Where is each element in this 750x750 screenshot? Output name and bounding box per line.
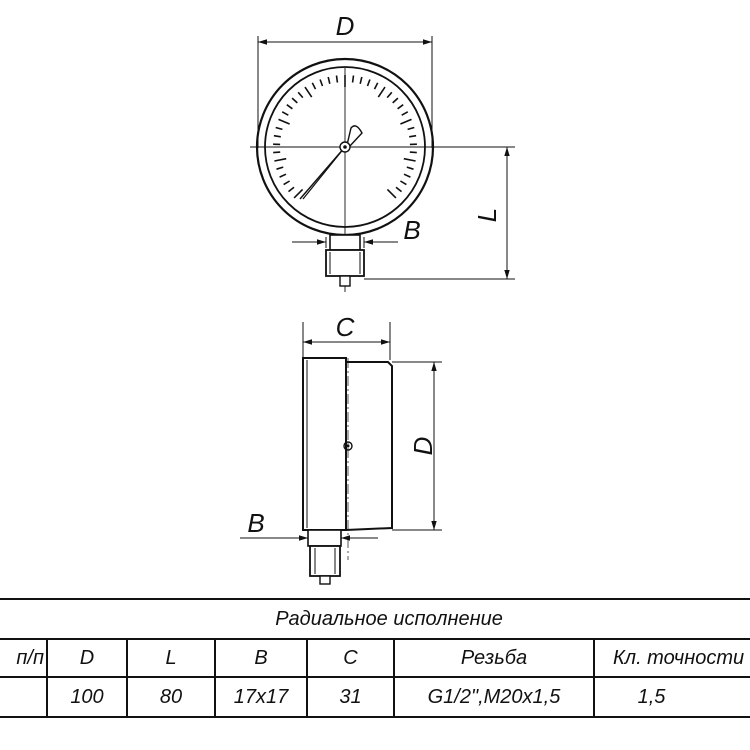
- minor-tick: [395, 186, 402, 193]
- header-thread: Резьба: [393, 638, 595, 678]
- socket-nipple-side: [319, 575, 331, 585]
- cell-d: 100: [46, 676, 128, 718]
- minor-tick: [319, 79, 324, 87]
- pointer-tail: [346, 125, 363, 148]
- gauge-case-side: [302, 357, 347, 531]
- minor-tick: [386, 91, 393, 99]
- minor-tick: [276, 166, 284, 170]
- front-wrench-label: B: [403, 215, 420, 245]
- major-tick: [274, 157, 287, 162]
- minor-tick: [288, 186, 295, 193]
- side-view: [240, 322, 442, 585]
- table-row: 100 80 17x17 31 G1/2",M20x1,5 1,5: [0, 676, 750, 718]
- socket-hex: [325, 249, 365, 277]
- cell-thread: G1/2",M20x1,5: [393, 676, 595, 718]
- minor-tick: [409, 151, 417, 154]
- cell-c: 31: [306, 676, 395, 718]
- minor-tick: [359, 76, 363, 84]
- side-diameter-label: D: [408, 437, 438, 456]
- minor-tick: [401, 111, 409, 116]
- minor-tick: [286, 104, 293, 110]
- minor-tick: [366, 79, 371, 87]
- minor-tick: [397, 104, 404, 110]
- spec-table: Радиальное исполнение п/п D L B C Резьба…: [0, 598, 750, 718]
- major-tick: [403, 157, 416, 162]
- header-b: B: [214, 638, 308, 678]
- minor-tick: [279, 173, 287, 178]
- major-tick: [377, 86, 386, 98]
- minor-tick: [403, 173, 411, 178]
- socket-nipple: [339, 275, 351, 287]
- minor-tick: [351, 75, 355, 83]
- front-view: [250, 36, 515, 292]
- minor-tick: [275, 126, 283, 131]
- minor-tick: [399, 180, 407, 186]
- minor-tick: [273, 151, 281, 154]
- cell-l: 80: [126, 676, 216, 718]
- minor-tick: [273, 134, 281, 138]
- minor-tick: [407, 126, 415, 131]
- table-caption-row: Радиальное исполнение: [0, 598, 750, 640]
- minor-tick: [406, 166, 414, 170]
- minor-tick: [311, 82, 317, 90]
- scale-ticks: [273, 75, 417, 199]
- table-caption: Радиальное исполнение: [0, 598, 750, 640]
- minor-tick: [327, 76, 331, 84]
- side-depth-label: C: [336, 312, 355, 342]
- header-accuracy-class: Кл. точности: [592, 638, 750, 678]
- minor-tick: [409, 134, 417, 138]
- header-l: L: [126, 638, 216, 678]
- front-length-label: L: [472, 208, 502, 222]
- minor-tick: [335, 75, 339, 83]
- header-c: C: [306, 638, 395, 678]
- cell-accuracy-class: 1,5: [592, 676, 750, 718]
- socket-neck: [329, 234, 361, 251]
- minor-tick: [392, 97, 399, 104]
- minor-tick: [373, 82, 379, 90]
- cell-index: [0, 676, 48, 718]
- minor-tick: [291, 97, 298, 104]
- gauge-cover-side: [345, 361, 393, 531]
- front-diameter-label: D: [336, 11, 355, 41]
- major-tick: [400, 118, 412, 125]
- minor-tick: [297, 91, 304, 99]
- minor-tick: [283, 180, 291, 186]
- socket-neck-side: [307, 529, 342, 547]
- cell-b: 17x17: [214, 676, 308, 718]
- header-d: D: [46, 638, 128, 678]
- gauge-drawing: D B L C B D: [240, 11, 515, 585]
- minor-tick: [281, 111, 289, 116]
- major-tick: [293, 188, 304, 199]
- major-tick: [386, 188, 397, 199]
- major-tick: [304, 86, 313, 98]
- major-tick: [278, 118, 290, 125]
- side-wrench-label: B: [247, 508, 264, 538]
- table-header-row: п/п D L B C Резьба Кл. точности: [0, 638, 750, 678]
- header-index: п/п: [0, 638, 48, 678]
